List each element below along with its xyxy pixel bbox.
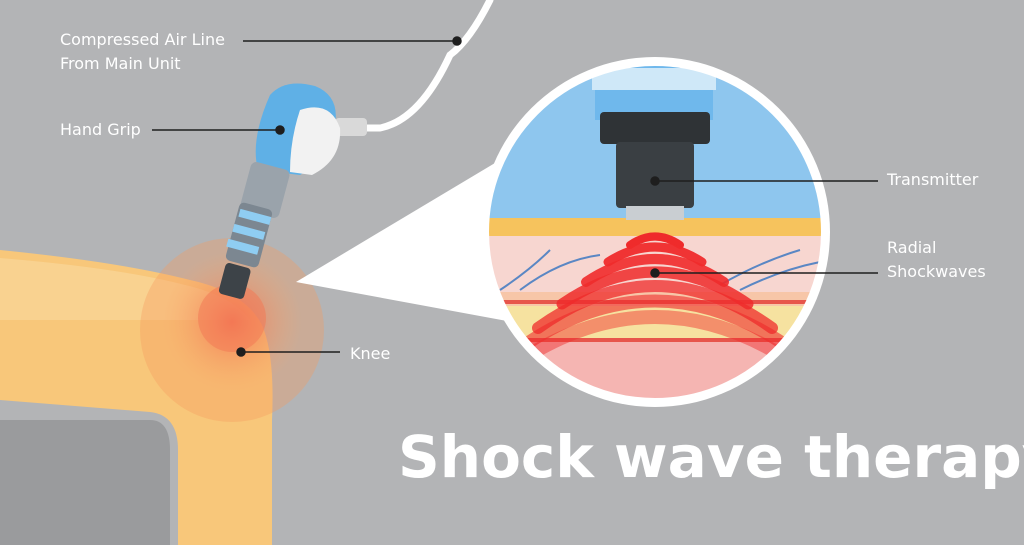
label-transmitter: Transmitter (887, 170, 979, 189)
device-tip (218, 263, 251, 299)
leader-lines (152, 36, 878, 357)
leg-shadow (0, 420, 170, 545)
label-air-line-2: From Main Unit (60, 54, 181, 73)
device-ring-1 (238, 208, 272, 225)
device-shaft-upper (240, 162, 290, 218)
hose-connector (335, 118, 367, 136)
diagram-title: Shock wave therapy (398, 423, 1024, 491)
label-radial-1: Radial (887, 238, 937, 257)
device-ring-2 (232, 223, 266, 240)
device-ring-3 (226, 238, 260, 255)
air-line-hose (346, 0, 494, 132)
label-hand-grip: Hand Grip (60, 120, 141, 139)
label-knee: Knee (350, 344, 391, 363)
grip-cover (290, 107, 341, 175)
label-radial-2: Shockwaves (887, 262, 986, 281)
label-air-line-1: Compressed Air Line (60, 30, 225, 49)
knee-glow-core (198, 284, 266, 352)
